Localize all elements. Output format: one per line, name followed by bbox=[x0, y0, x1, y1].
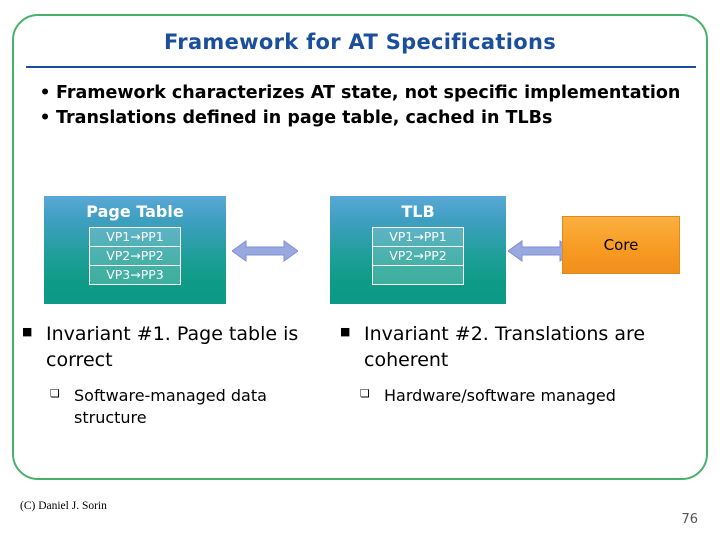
square-bullet-icon: ■ bbox=[340, 325, 351, 338]
invariant-1-subtext: Software-managed data structure bbox=[74, 386, 267, 427]
page-table-entry: VP2→PP2 bbox=[89, 246, 181, 265]
page-table-title: Page Table bbox=[86, 202, 184, 221]
page-table-entry: VP1→PP1 bbox=[89, 227, 181, 246]
tlb-entries: VP1→PP1 VP2→PP2 bbox=[372, 227, 464, 285]
hollow-square-bullet-icon: ❏ bbox=[50, 387, 60, 401]
double-arrow-tlb-core-icon bbox=[508, 240, 574, 262]
top-bullet-item: • Framework characterizes AT state, not … bbox=[34, 82, 702, 105]
invariant-1-text: Invariant #1. Page table is correct bbox=[46, 323, 299, 371]
top-bullet-text: Translations defined in page table, cach… bbox=[56, 108, 553, 129]
invariant-1-item: ■ Invariant #1. Page table is correct bbox=[20, 322, 320, 373]
invariant-1-subitem: ❏ Software-managed data structure bbox=[50, 385, 320, 428]
page-title: Framework for AT Specifications bbox=[163, 30, 557, 54]
tlb-title: TLB bbox=[401, 202, 435, 221]
hollow-square-bullet-icon: ❏ bbox=[360, 387, 370, 401]
page-table-box: Page Table VP1→PP1 VP2→PP2 VP3→PP3 bbox=[44, 196, 226, 304]
top-bullet-text: Framework characterizes AT state, not sp… bbox=[56, 83, 681, 103]
page-table-entry: VP3→PP3 bbox=[89, 265, 181, 285]
invariant-2-item: ■ Invariant #2. Translations are coheren… bbox=[338, 322, 690, 373]
page-table-entries: VP1→PP1 VP2→PP2 VP3→PP3 bbox=[89, 227, 181, 285]
bullet-dot-icon: • bbox=[39, 83, 51, 103]
invariant-2-subtext: Hardware/software managed bbox=[384, 386, 616, 406]
tlb-entry: VP2→PP2 bbox=[372, 246, 464, 265]
double-arrow-page-table-tlb-icon bbox=[232, 240, 298, 262]
tlb-box: TLB VP1→PP1 VP2→PP2 bbox=[330, 196, 506, 304]
tlb-entry: VP1→PP1 bbox=[372, 227, 464, 246]
invariant-2-block: ■ Invariant #2. Translations are coheren… bbox=[338, 322, 690, 407]
invariant-2-subitem: ❏ Hardware/software managed bbox=[360, 385, 690, 407]
top-bullet-item: • Translations defined in page table, ca… bbox=[34, 107, 702, 130]
page-number: 76 bbox=[681, 512, 698, 527]
title-underline bbox=[26, 66, 696, 68]
square-bullet-icon: ■ bbox=[22, 325, 33, 338]
bullet-dot-icon: • bbox=[39, 108, 51, 129]
top-bullet-list: • Framework characterizes AT state, not … bbox=[34, 82, 702, 132]
core-label: Core bbox=[603, 236, 639, 254]
invariant-2-text: Invariant #2. Translations are coherent bbox=[364, 323, 646, 371]
invariant-1-block: ■ Invariant #1. Page table is correct ❏ … bbox=[20, 322, 320, 428]
core-box: Core bbox=[562, 216, 680, 274]
copyright-footer: (C) Daniel J. Sorin bbox=[20, 500, 107, 512]
tlb-entry-empty bbox=[372, 265, 464, 285]
